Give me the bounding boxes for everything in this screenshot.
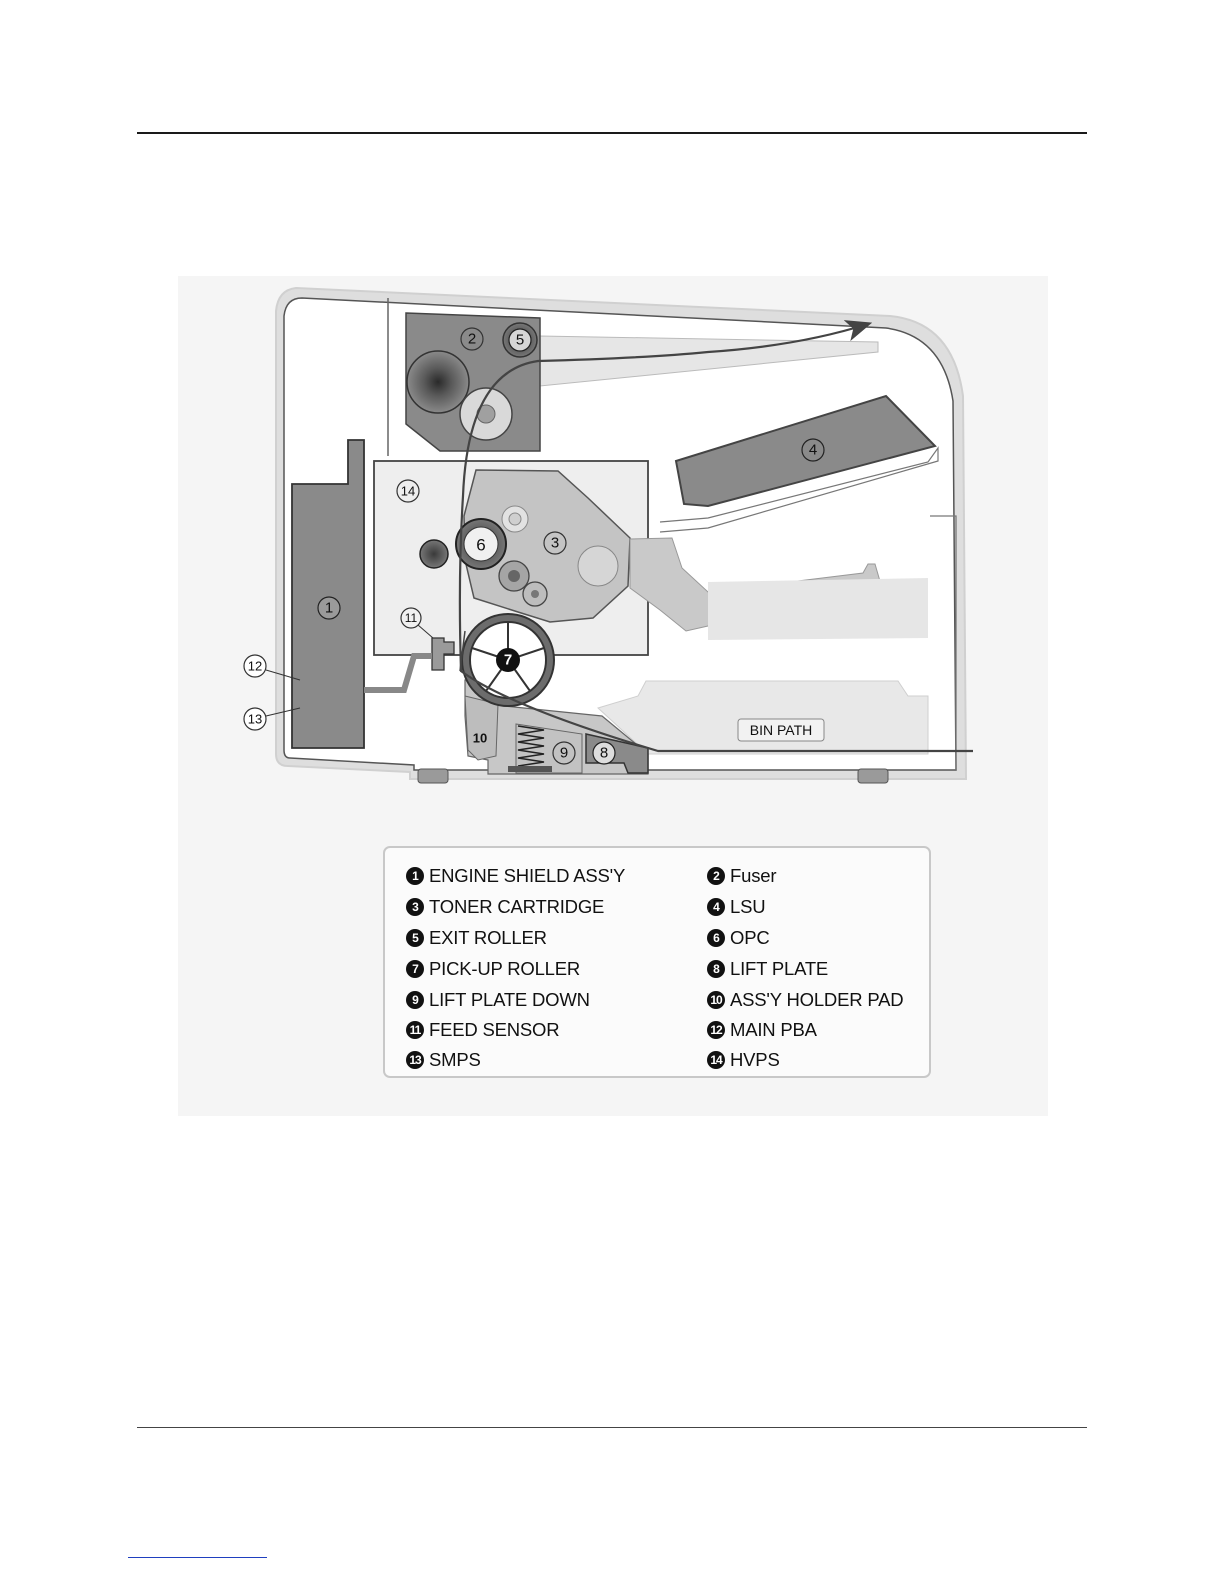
header-rule: [137, 132, 1087, 134]
legend-item-3: 3 TONER CARTRIDGE: [406, 896, 604, 918]
callout-10: 10: [473, 731, 487, 746]
legend-label: ASS'Y HOLDER PAD: [730, 989, 903, 1011]
svg-text:1: 1: [325, 600, 333, 617]
legend-label: LSU: [730, 896, 765, 918]
legend-label: EXIT ROLLER: [429, 927, 547, 949]
legend-item-1: 1 ENGINE SHIELD ASS'Y: [406, 865, 625, 887]
foot-right: [858, 769, 888, 783]
legend-item-4: 4 LSU: [707, 896, 765, 918]
callout-7: 7: [496, 648, 520, 672]
svg-text:5: 5: [516, 332, 524, 349]
legend-item-14: 14 HVPS: [707, 1049, 780, 1071]
assy-holder-pad: [465, 696, 498, 760]
svg-text:4: 4: [809, 442, 817, 459]
number-badge-icon: 9: [406, 991, 424, 1009]
number-badge-icon: 8: [707, 960, 725, 978]
legend-label: SMPS: [429, 1049, 481, 1071]
number-badge-icon: 11: [406, 1021, 424, 1039]
legend-label: LIFT PLATE: [730, 958, 828, 980]
svg-text:6: 6: [476, 536, 485, 555]
legend-item-9: 9 LIFT PLATE DOWN: [406, 989, 590, 1011]
foot-left: [418, 769, 448, 783]
footer-link-underline[interactable]: [128, 1557, 267, 1558]
legend-label: OPC: [730, 927, 770, 949]
number-badge-icon: 6: [707, 929, 725, 947]
legend-item-7: 7 PICK-UP ROLLER: [406, 958, 580, 980]
svg-text:3: 3: [551, 535, 559, 552]
legend-item-12: 12 MAIN PBA: [707, 1019, 817, 1041]
legend-label: LIFT PLATE DOWN: [429, 989, 590, 1011]
legend-label: ENGINE SHIELD ASS'Y: [429, 865, 625, 887]
svg-text:11: 11: [405, 611, 418, 625]
legend-label: PICK-UP ROLLER: [429, 958, 580, 980]
legend-item-2: 2 Fuser: [707, 865, 776, 887]
engine-shield: [292, 440, 364, 748]
number-badge-icon: 10: [707, 991, 725, 1009]
callout-5: 5: [509, 329, 531, 351]
svg-text:2: 2: [468, 331, 476, 348]
number-badge-icon: 12: [707, 1021, 725, 1039]
fuser-heat-roller: [407, 351, 469, 413]
legend-label: TONER CARTRIDGE: [429, 896, 604, 918]
legend-item-5: 5 EXIT ROLLER: [406, 927, 547, 949]
number-badge-icon: 1: [406, 867, 424, 885]
number-badge-icon: 5: [406, 929, 424, 947]
number-badge-icon: 3: [406, 898, 424, 916]
number-badge-icon: 13: [406, 1051, 424, 1069]
number-badge-icon: 14: [707, 1051, 725, 1069]
parts-legend: 1 ENGINE SHIELD ASS'Y 3 TONER CARTRIDGE …: [383, 846, 931, 1078]
svg-text:14: 14: [401, 484, 415, 499]
svg-text:12: 12: [248, 659, 262, 674]
footer-rule: [137, 1427, 1087, 1428]
transfer-roller: [420, 540, 448, 568]
number-badge-icon: 2: [707, 867, 725, 885]
legend-label: FEED SENSOR: [429, 1019, 559, 1041]
legend-label: MAIN PBA: [730, 1019, 817, 1041]
callout-6: 6: [476, 536, 485, 555]
svg-text:7: 7: [504, 652, 512, 669]
svg-text:10: 10: [473, 731, 487, 746]
legend-item-8: 8 LIFT PLATE: [707, 958, 828, 980]
legend-item-10: 10 ASS'Y HOLDER PAD: [707, 989, 903, 1011]
legend-item-13: 13 SMPS: [406, 1049, 481, 1071]
callout-8: 8: [593, 742, 615, 764]
legend-item-6: 6 OPC: [707, 927, 770, 949]
legend-item-11: 11 FEED SENSOR: [406, 1019, 559, 1041]
callout-1: 1: [318, 597, 340, 619]
svg-text:9: 9: [560, 745, 568, 762]
legend-label: HVPS: [730, 1049, 780, 1071]
number-badge-icon: 4: [707, 898, 725, 916]
legend-label: Fuser: [730, 865, 776, 887]
bin-path-label: BIN PATH: [750, 722, 813, 738]
number-badge-icon: 7: [406, 960, 424, 978]
svg-text:8: 8: [600, 745, 608, 762]
svg-text:13: 13: [248, 712, 262, 727]
